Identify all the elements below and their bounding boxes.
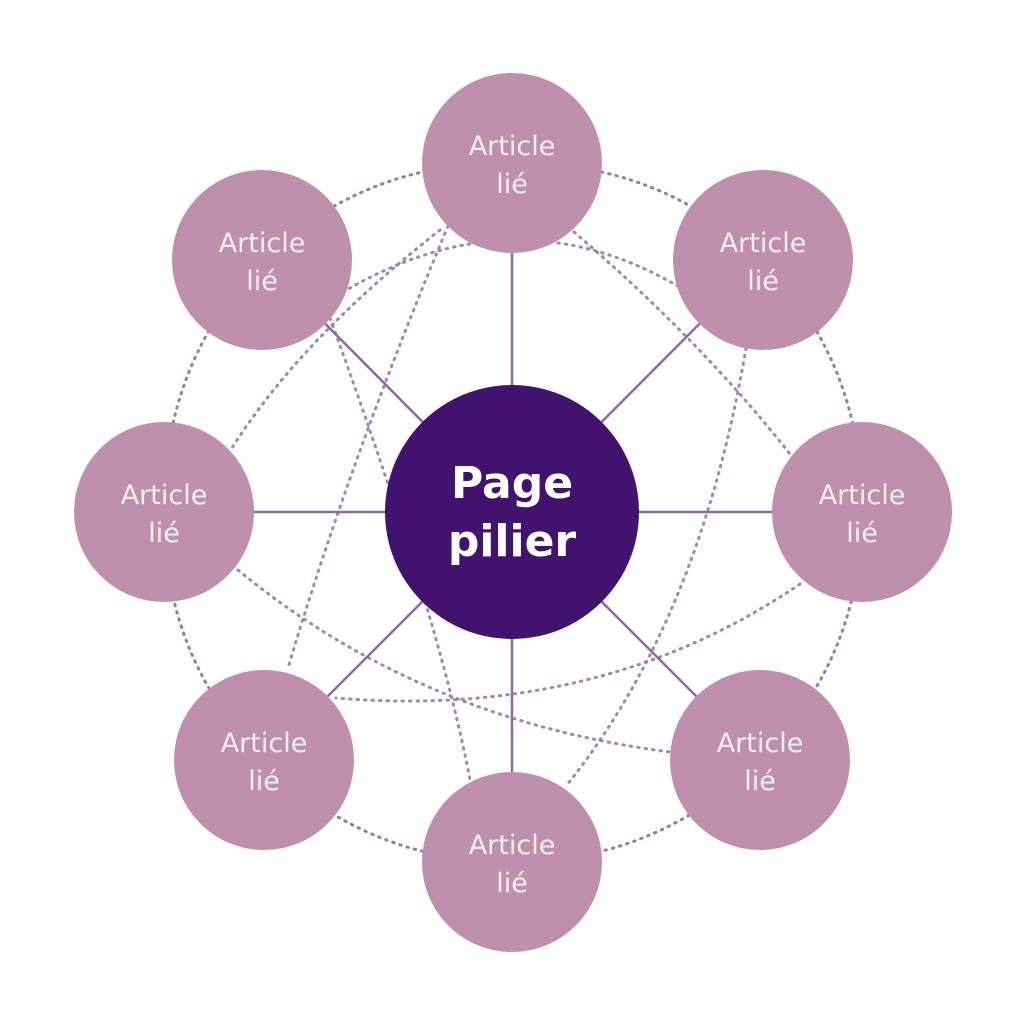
cross-link-left-to-bottom-right [236,568,672,754]
center-node-label-line2: pilier [448,516,577,567]
satellite-node-label-line2: lié [496,868,528,899]
cross-link-top-left-to-top-right [328,238,702,302]
cross-link-top-to-bottom-left [286,224,450,670]
satellite-node-label-line1: Article [720,228,807,259]
satellite-node-label-line2: lié [747,266,779,297]
satellite-node-bottom-right[interactable]: Article lié [670,670,850,850]
cross-link-top-left-to-bottom [328,316,472,782]
satellite-node-circle [74,422,254,602]
cross-link-top-to-right [572,230,792,456]
satellite-node-label-line2: lié [496,169,528,200]
satellite-node-label-line2: lié [744,766,776,797]
satellite-node-bottom-left[interactable]: Article lié [174,670,354,850]
cross-link-top-to-left [230,228,442,450]
satellite-node-label-line1: Article [221,728,308,759]
cross-link-top-right-to-bottom [564,346,748,788]
satellite-node-circle [422,73,602,253]
satellite-node-label-line1: Article [717,728,804,759]
satellite-node-label-line2: lié [846,518,878,549]
satellite-node-label-line1: Article [469,131,556,162]
satellite-node-top[interactable]: Article lié [422,73,602,253]
satellite-node-label-line2: lié [248,766,280,797]
satellite-nodes: ArticleliéArticleliéArticleliéArticlelié… [74,73,952,952]
satellite-node-circle [172,170,352,350]
satellite-node-label-line1: Article [819,480,906,511]
satellite-node-label-line1: Article [121,480,208,511]
satellite-node-circle [670,670,850,850]
center-node-circle [385,385,639,639]
satellite-node-label-line2: lié [148,518,180,549]
satellite-node-label-line1: Article [469,830,556,861]
satellite-node-circle [673,170,853,350]
satellite-node-circle [422,772,602,952]
satellite-node-right[interactable]: Article lié [772,422,952,602]
satellite-node-circle [174,670,354,850]
center-node-pillar-page[interactable]: Page pilier [385,385,639,639]
satellite-node-left[interactable]: Article lié [74,422,254,602]
satellite-node-label-line2: lié [246,266,278,297]
satellite-node-bottom[interactable]: Article lié [422,772,602,952]
center-node-label-line1: Page [451,458,573,509]
satellite-node-circle [772,422,952,602]
satellite-node-top-left[interactable]: Article lié [172,170,352,350]
satellite-node-label-line1: Article [219,228,306,259]
satellite-node-top-right[interactable]: Article lié [673,170,853,350]
